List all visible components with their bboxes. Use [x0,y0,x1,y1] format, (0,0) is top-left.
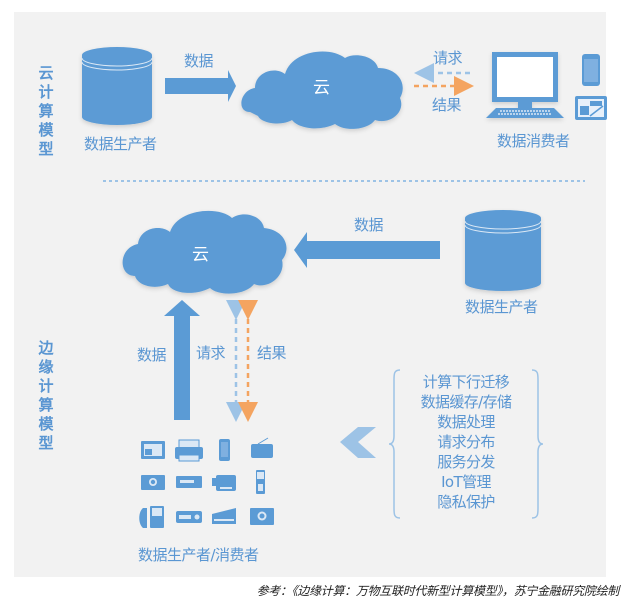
edge-task-item: 计算下行迁移 [422,373,510,391]
device-grid [139,437,274,528]
edge-model-section-label: 边缘计算模型 [38,339,54,452]
edge-request-label: 请求 [196,344,226,362]
data-arrow-right [165,70,236,102]
feature-phone-icon [256,470,265,494]
camcorder-icon [212,475,236,491]
cloud-request-label: 请求 [433,49,463,67]
camera-icon [250,508,274,525]
edge-data-arrow-label-up: 数据 [137,346,167,364]
database-icon [464,210,542,291]
cloud-data-arrow-label: 数据 [184,52,214,70]
cloud-result-label: 结果 [432,96,462,114]
edge-task-item: 数据处理 [437,413,495,431]
source-footer: 参考：《边缘计算：万物互联时代新型计算模型》，苏宁金融研究院绘制 [256,584,620,598]
edge-task-item: 请求分布 [437,433,495,451]
printer-icon [175,439,203,462]
edge-task-item: 数据缓存/存储 [420,393,512,411]
devices-label: 数据生产者/消费者 [138,546,259,564]
edge-task-list: 计算下行迁移 数据缓存/存储 数据处理 请求分布 服务分发 IoT管理 隐私保护 [396,372,536,512]
cloud-shape-top [241,51,403,129]
projector-icon [176,476,202,488]
chevron-left-icon [340,427,376,458]
data-arrow-left [294,232,440,268]
edge-task-item: 服务分发 [437,453,495,471]
desk-phone-icon [139,506,164,528]
radio-icon [251,437,273,458]
cloud-label-bottom: 云 [192,245,209,265]
scanner-icon [212,508,236,524]
edge-result-label: 结果 [257,344,287,362]
tablet-icon [575,96,607,120]
cloud-label-top: 云 [313,78,330,98]
smartphone-icon [219,439,230,461]
edge-task-item: 隐私保护 [437,493,495,511]
edge-task-item: IoT管理 [441,473,491,491]
left-brace [388,369,401,519]
cloud-shape-bottom [122,210,287,294]
cloud-model-section-label: 云计算模型 [38,64,54,158]
edge-data-arrow-label-top: 数据 [354,216,384,234]
edge-producer-label: 数据生产者 [465,298,538,316]
cloud-producer-label: 数据生产者 [84,135,157,153]
tablet-icon [141,441,165,459]
cloud-consumer-label: 数据消费者 [497,132,570,150]
database-icon [81,47,153,125]
data-arrow-up [164,300,200,420]
right-brace [531,369,544,519]
smartphone-icon [582,54,600,86]
dvd-player-icon [176,511,202,523]
camera-icon [141,475,165,490]
computer-icon [486,52,564,118]
